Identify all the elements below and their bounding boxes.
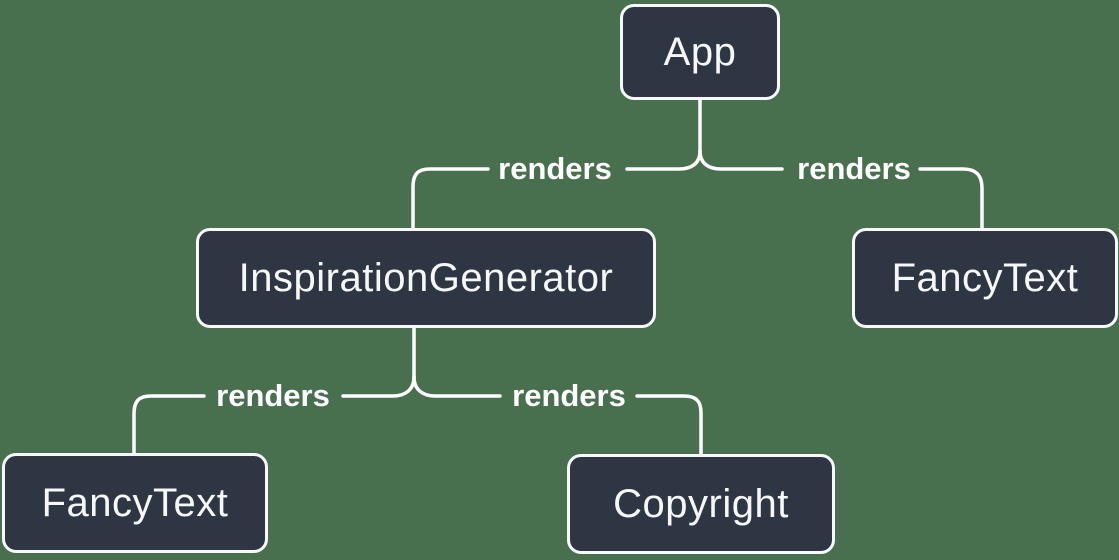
edge-inspiration-generator-to-fancy-text-flare <box>341 375 416 398</box>
edge-app-to-fancy-text-drop <box>918 167 984 230</box>
node-inspiration-generator: InspirationGenerator <box>196 228 656 328</box>
edge-inspiration-generator-to-copyright-drop <box>635 394 703 456</box>
edge-label-renders-inspiration-generator-fancy-text: renders <box>216 378 330 413</box>
edge-label-renders-app-fancy-text: renders <box>797 151 911 186</box>
node-label: FancyText <box>891 255 1079 300</box>
edge-label-renders-inspiration-generator-copyright: renders <box>512 378 626 413</box>
edge-app-to-fancy-text-flare <box>698 149 784 171</box>
node-label: FancyText <box>41 480 229 525</box>
edge-app-to-inspiration-generator-flare <box>625 149 702 171</box>
edge-inspiration-generator-to-copyright-flare <box>412 375 502 398</box>
edge-label-renders-app-inspiration-generator: renders <box>498 151 612 186</box>
edge-app-to-inspiration-generator-drop <box>411 167 490 230</box>
node-app: App <box>620 4 780 100</box>
edge-inspiration-generator-to-fancy-text-drop <box>132 394 206 455</box>
node-label: Copyright <box>613 481 789 526</box>
node-copyright: Copyright <box>567 454 835 554</box>
node-label: InspirationGenerator <box>238 255 614 300</box>
node-label: App <box>663 29 737 74</box>
node-fancy-text-bottom: FancyText <box>2 453 268 553</box>
node-fancy-text-top: FancyText <box>852 228 1118 328</box>
